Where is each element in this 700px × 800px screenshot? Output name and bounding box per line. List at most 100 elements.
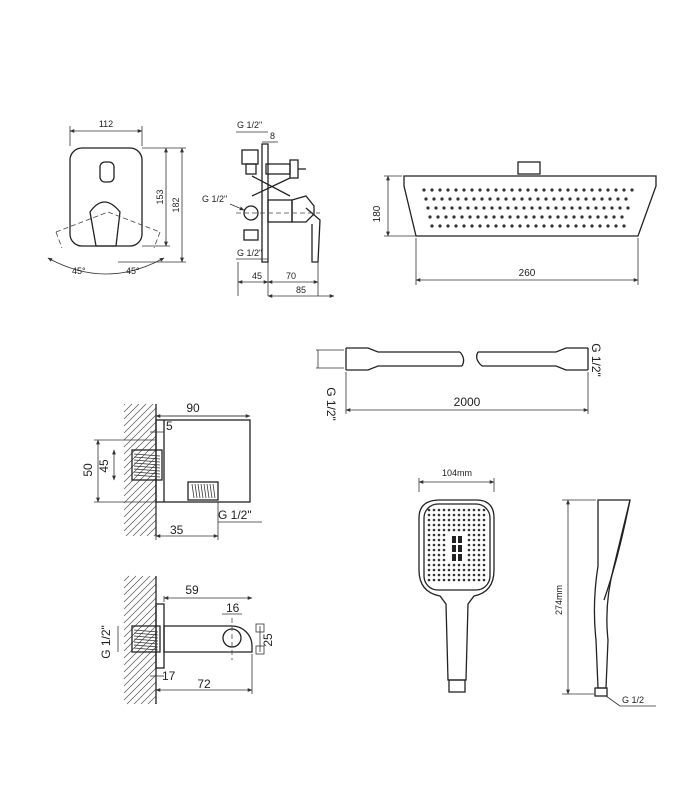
nozzle-dot [468, 215, 472, 219]
nozzle-dot [458, 206, 462, 210]
nozzle-dot [478, 224, 482, 228]
nozzle-dot [452, 573, 456, 577]
mixer-side-plate [261, 143, 269, 263]
nozzle-dot [477, 568, 481, 572]
nozzle-dot [482, 513, 486, 517]
nozzle-dot [578, 206, 582, 210]
nozzle-dot [447, 563, 451, 567]
nozzle-dot [447, 518, 451, 522]
nozzle-dot [427, 548, 431, 552]
nozzle-dot [606, 224, 610, 228]
nozzle-dot [442, 558, 446, 562]
hose-length-label: 2000 [454, 395, 481, 409]
nozzle-dot [566, 224, 570, 228]
nozzle-dot [432, 523, 436, 527]
nozzle-dot [437, 543, 441, 547]
nozzle-dot [432, 197, 436, 201]
nozzle-dot [457, 568, 461, 572]
nozzle-dot [467, 563, 471, 567]
nozzle-dot [477, 578, 481, 582]
head-shower-height-label: 180 [372, 205, 383, 222]
nozzle-dot [462, 578, 466, 582]
nozzle-dot [488, 197, 492, 201]
nozzle-dot [472, 197, 476, 201]
mixer-side-45-label: 45 [252, 271, 262, 281]
nozzle-dot [437, 553, 441, 557]
nozzle-dot [536, 197, 540, 201]
nozzle-dot [462, 573, 466, 577]
nozzle-dot [482, 508, 486, 512]
nozzle-dot [610, 206, 614, 210]
nozzle-dot [586, 206, 590, 210]
nozzle-dot [477, 563, 481, 567]
nozzle-dot [437, 558, 441, 562]
nozzle-dot [584, 197, 588, 201]
nozzle-dot [558, 224, 562, 228]
nozzle-dot [427, 523, 431, 527]
nozzle-dot [452, 528, 456, 532]
nozzle-dot [472, 548, 476, 552]
nozzle-dot [467, 553, 471, 557]
nozzle-dot [476, 215, 480, 219]
nozzle-dot [614, 188, 618, 192]
mixer-plate [69, 147, 143, 247]
spout-16-label: 16 [226, 601, 240, 615]
nozzle-dot [614, 224, 618, 228]
nozzle-dot [570, 206, 574, 210]
hand-shower-length-label: 274mm [554, 585, 564, 615]
nozzle-dot [467, 523, 471, 527]
wall-holder-thread: G 1/2" [218, 508, 252, 522]
nozzle-dot [467, 543, 471, 547]
nozzle-dot [427, 513, 431, 517]
nozzle-dot [460, 215, 464, 219]
nozzle-dot [506, 206, 510, 210]
wall-holder-body [155, 419, 251, 503]
nozzle-dot [432, 563, 436, 567]
nozzle-dot [512, 197, 516, 201]
nozzle-dot [467, 518, 471, 522]
mixer-angle-right: 45° [126, 266, 140, 276]
nozzle-dot [478, 188, 482, 192]
nozzle-dot [554, 206, 558, 210]
nozzle-dot [470, 188, 474, 192]
nozzle-dot [462, 188, 466, 192]
nozzle-dot [504, 197, 508, 201]
nozzle-dot [482, 578, 486, 582]
nozzle-dot [548, 215, 552, 219]
nozzle-dot [622, 224, 626, 228]
nozzle-dot [518, 188, 522, 192]
nozzle-dot [566, 188, 570, 192]
nozzle-dot [426, 206, 430, 210]
wall-holder-5-label: 5 [166, 419, 173, 433]
nozzle-dot [462, 508, 466, 512]
shower-hose: G 1/2" G 1/2" 2000 [316, 343, 603, 421]
hand-shower-width-label: 104mm [442, 468, 472, 478]
nozzle-dot [432, 513, 436, 517]
nozzle-dot [427, 563, 431, 567]
nozzle-dot [472, 573, 476, 577]
nozzle-dot [466, 206, 470, 210]
nozzle-dot [436, 215, 440, 219]
nozzle-dot [477, 548, 481, 552]
mixer-lever-swing [55, 211, 161, 233]
nozzle-dot [482, 538, 486, 542]
nozzle-dot [472, 578, 476, 582]
nozzle-dot [452, 568, 456, 572]
nozzle-dot [550, 224, 554, 228]
nozzle-dot [427, 558, 431, 562]
nozzle-dot [482, 206, 486, 210]
nozzle-dot [496, 197, 500, 201]
nozzle-dot [494, 188, 498, 192]
nozzle-dot [456, 197, 460, 201]
nozzle-dot [616, 197, 620, 201]
nozzle-dot [442, 563, 446, 567]
nozzle-dot [540, 215, 544, 219]
nozzle-dot [442, 573, 446, 577]
mixer-height-inner-label: 153 [155, 189, 165, 204]
nozzle-dot [442, 513, 446, 517]
nozzle-dot [427, 508, 431, 512]
nozzle-dot [427, 528, 431, 532]
head-shower-body [403, 175, 657, 237]
nozzle-dot [424, 197, 428, 201]
nozzle-dot [462, 563, 466, 567]
